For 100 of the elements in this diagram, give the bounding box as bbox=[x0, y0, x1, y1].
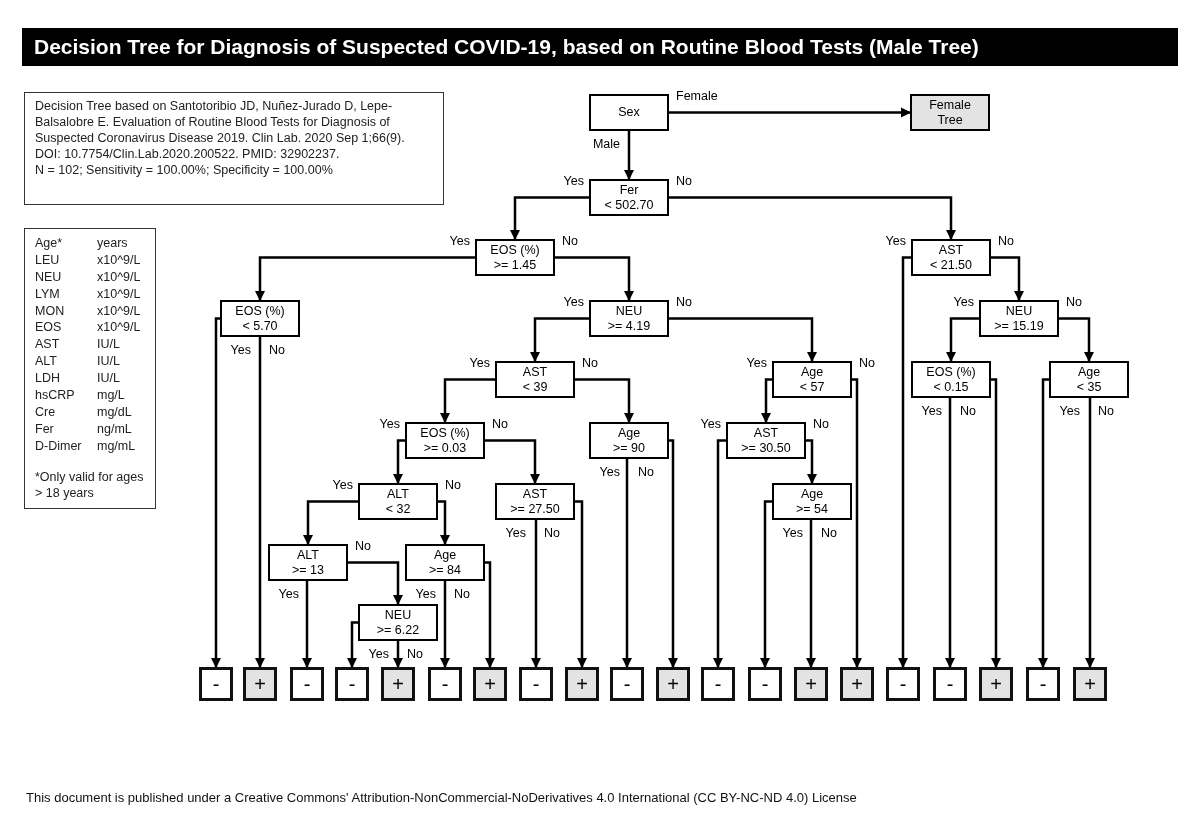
condition-text: >= 1.45 bbox=[493, 257, 537, 273]
outcome-sign: + bbox=[990, 672, 1002, 696]
condition-text: < 57 bbox=[799, 379, 825, 395]
outcome-box bbox=[290, 667, 324, 701]
edge-label: Yes bbox=[562, 173, 585, 188]
condition-text: < 21.50 bbox=[929, 257, 973, 273]
outcome-box bbox=[1026, 667, 1060, 701]
analyte-name: hsCRP bbox=[35, 387, 76, 404]
outcome-box bbox=[656, 667, 690, 701]
analyte-name: NEU bbox=[35, 268, 63, 286]
condition-text: >= 54 bbox=[796, 501, 828, 517]
outcome-sign: - bbox=[532, 672, 540, 696]
analyte-name: Fer bbox=[35, 420, 55, 438]
arrow bbox=[439, 378, 495, 424]
arrow bbox=[669, 317, 818, 363]
condition-text: AST bbox=[938, 242, 964, 258]
arrow bbox=[712, 439, 726, 669]
decision-box bbox=[268, 544, 348, 581]
edge-label: No bbox=[268, 343, 286, 357]
arrow bbox=[621, 459, 633, 669]
arrow bbox=[575, 500, 588, 669]
edge-label: Female bbox=[675, 88, 719, 103]
decision-box bbox=[589, 422, 669, 459]
decision-box bbox=[772, 483, 852, 520]
outcome-sign: + bbox=[392, 672, 404, 696]
arrow bbox=[851, 378, 863, 669]
unit-text: IU/L bbox=[97, 336, 121, 354]
outcome-box bbox=[748, 667, 782, 701]
decision-box bbox=[495, 361, 575, 398]
outcome-box bbox=[979, 667, 1013, 701]
arrow bbox=[1059, 317, 1095, 363]
condition-text: AST bbox=[522, 364, 548, 380]
condition-text: < 5.70 bbox=[242, 318, 278, 334]
condition-text: < 35 bbox=[1076, 379, 1102, 395]
condition-text: >= 15.19 bbox=[994, 318, 1044, 334]
arrow bbox=[254, 256, 475, 302]
unit-text: x10^9/L bbox=[97, 302, 142, 320]
arrow bbox=[669, 196, 957, 241]
analyte-name: LEU bbox=[35, 251, 61, 269]
condition-text: Tree bbox=[937, 112, 963, 128]
arrow bbox=[438, 500, 451, 546]
decision-box bbox=[726, 422, 806, 459]
arrow bbox=[529, 317, 589, 363]
citation-text: Decision Tree based on Santotoribio JD, Nuñez-Jurado D, Lepe-Balsalobre E. Evaluation of Routine Blood Tests for Diagnosis of Suspected Coronavirus Disease 2019. Clin Lab. 2020 Sep 1;66(9). bbox=[35, 98, 406, 146]
edge-label: No bbox=[675, 294, 693, 309]
edge-label: Male bbox=[591, 137, 621, 151]
arrow bbox=[805, 520, 817, 669]
arrow bbox=[302, 500, 358, 546]
edge-label: Yes bbox=[367, 647, 390, 661]
outcome-sign: - bbox=[303, 672, 311, 696]
condition-text: >= 27.50 bbox=[510, 501, 560, 517]
edge-label: Yes bbox=[414, 587, 437, 601]
arrow bbox=[991, 256, 1025, 302]
outcome-sign: + bbox=[805, 672, 817, 696]
outcome-box bbox=[794, 667, 828, 701]
unit-text: x10^9/L bbox=[97, 319, 142, 337]
unit-text: IU/L bbox=[97, 370, 121, 388]
unit-text: mg/dL bbox=[97, 403, 133, 421]
edge-label: No bbox=[997, 233, 1015, 248]
edge-label: Yes bbox=[781, 526, 804, 540]
arrow bbox=[669, 107, 912, 118]
decision-box bbox=[358, 604, 438, 641]
arrow bbox=[944, 398, 956, 669]
outcome-sign: + bbox=[576, 672, 588, 696]
title-bar: Decision Tree for Diagnosis of Suspected COVID-19, based on Routine Blood Tests (Male Tree) bbox=[22, 28, 1178, 66]
decision-box bbox=[220, 300, 300, 337]
condition-text: >= 4.19 bbox=[607, 318, 651, 334]
condition-text: NEU bbox=[1005, 303, 1033, 319]
edge-label: No bbox=[1065, 294, 1083, 309]
edge-label: Yes bbox=[952, 294, 975, 309]
outcome-box bbox=[933, 667, 967, 701]
condition-text: NEU bbox=[384, 607, 412, 623]
condition-text: < 39 bbox=[522, 379, 548, 395]
condition-text: >= 90 bbox=[613, 440, 645, 456]
condition-text: >= 84 bbox=[429, 562, 461, 578]
outcome-box bbox=[243, 667, 277, 701]
decision-box bbox=[405, 422, 485, 459]
edge-label: No bbox=[453, 587, 471, 601]
outcome-box bbox=[610, 667, 644, 701]
edge-label: No bbox=[820, 526, 838, 540]
decision-box bbox=[475, 239, 555, 276]
edge-label: Yes bbox=[745, 355, 768, 370]
arrow bbox=[530, 520, 542, 669]
edge-label: No bbox=[491, 416, 509, 431]
condition-text: AST bbox=[522, 486, 548, 502]
outcome-sign: + bbox=[851, 672, 863, 696]
outcome-sign: + bbox=[667, 672, 679, 696]
decision-box bbox=[979, 300, 1059, 337]
decision-box bbox=[589, 300, 669, 337]
decision-box bbox=[495, 483, 575, 520]
edge-label: Yes bbox=[378, 416, 401, 431]
edge-label: No bbox=[675, 173, 693, 188]
condition-text: AST bbox=[753, 425, 779, 441]
edge-label: Yes bbox=[468, 355, 491, 370]
edge-label: No bbox=[543, 526, 561, 540]
condition-text: >= 6.22 bbox=[376, 622, 420, 638]
citation-text: DOI: 10.7754/Clin.Lab.2020.200522. PMID: 32902237. bbox=[35, 146, 341, 162]
unit-text: x10^9/L bbox=[97, 285, 142, 303]
outcome-sign: - bbox=[714, 672, 722, 696]
outcome-box bbox=[428, 667, 462, 701]
